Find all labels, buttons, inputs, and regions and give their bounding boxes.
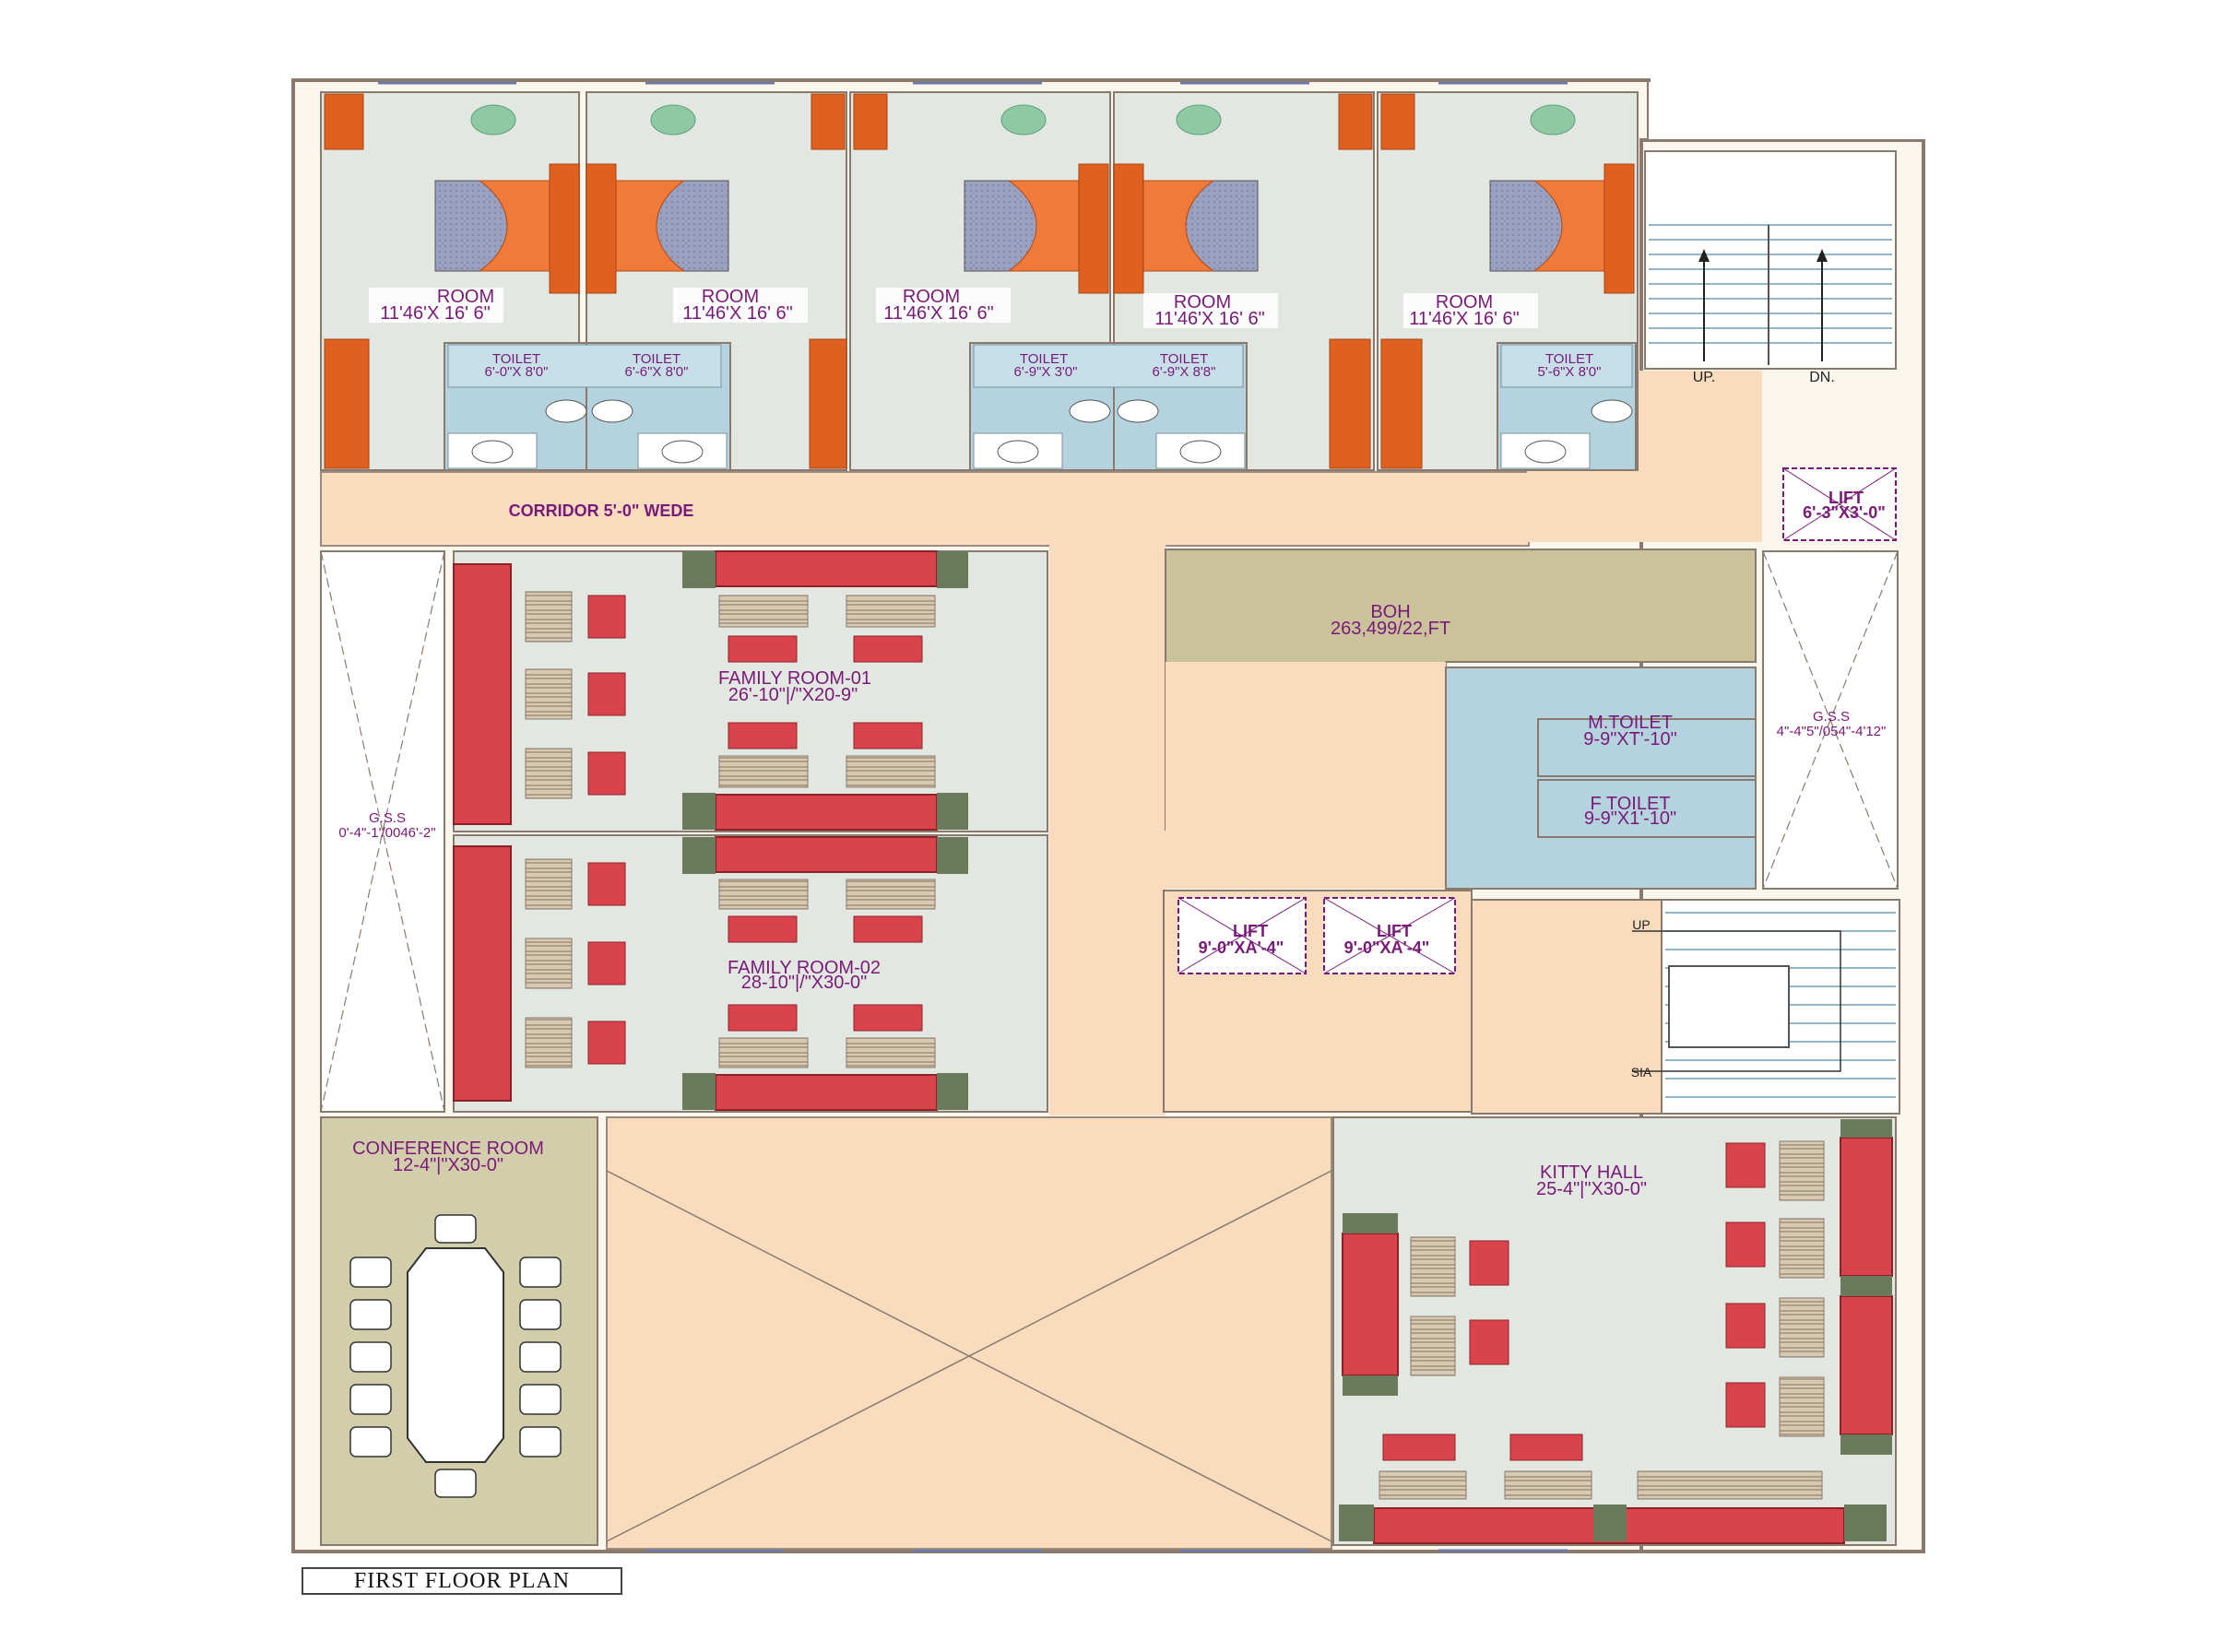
toilet-4-name: TOILET [1160, 351, 1208, 367]
toilet-1-size: 6'-0"X 8'0" [485, 364, 549, 380]
f-toilet-name: F TOILET [1590, 794, 1670, 814]
family-room-2-name: FAMILY ROOM-02 [728, 958, 881, 978]
stair-2-landing [1471, 899, 1663, 1115]
gas-shaft-right-size: 4"-4"5"/054"-4'12" [1777, 724, 1887, 739]
open-terrace-south [606, 1116, 1332, 1550]
gas-shaft-right-name: G.S.S [1813, 709, 1850, 725]
m-toilet-size: 9-9"XT'-10" [1583, 729, 1676, 749]
room-5-size: 11'46'X 16' 6" [1409, 309, 1519, 329]
lift-mid-1-name: LIFT [1233, 922, 1268, 940]
toilet-1-name: TOILET [492, 351, 540, 367]
peach-under-boh [1166, 662, 1446, 889]
stair-2-down-label: SIA [1631, 1065, 1652, 1080]
stair-1-up-label: UP. [1693, 370, 1716, 385]
family-room-1-furniture [453, 550, 968, 831]
m-toilet-room [1537, 718, 1757, 777]
stair-2-up-label: UP [1632, 917, 1650, 932]
room-4-name: ROOM [1174, 292, 1231, 313]
family-room-1-size: 26'-10"|/"X20-9" [728, 685, 858, 705]
stair-1-down-label: DN. [1809, 370, 1835, 385]
toilet-labels: TOILET 6'-0"X 8'0" TOILET 6'-6"X 8'0" TO… [485, 351, 1602, 380]
conference-room-name: CONFERENCE ROOM [352, 1139, 544, 1159]
family-room-2-size: 28-10"|/"X30-0" [741, 973, 868, 993]
room-1-name: ROOM [437, 287, 494, 307]
m-toilet-name: M.TOILET [1588, 713, 1673, 733]
gas-shaft-left: G.S.S 0'-4"-1'/0046'-2" [320, 550, 445, 1113]
stair-1 [1644, 150, 1897, 370]
family-room-1-name: FAMILY ROOM-01 [718, 668, 871, 689]
gas-shaft-left-size: 0'-4"-1'/0046'-2" [338, 825, 435, 841]
toilet-3-size: 6'-9"X 3'0" [1014, 364, 1078, 380]
gas-shaft-right: G.S.S 4"-4"5"/054"-4'12" [1762, 550, 1899, 890]
toilet-block [1445, 667, 1757, 890]
f-toilet-room [1537, 779, 1757, 838]
room-4-size: 11'46'X 16' 6" [1154, 309, 1264, 329]
corridor [320, 471, 1530, 547]
stair-1-treads [1649, 224, 1892, 344]
toilet-2-size: 6'-6"X 8'0" [625, 364, 689, 380]
guest-room-wardrobes [324, 93, 1576, 469]
f-toilet-size: 9-9"X1'-10" [1584, 808, 1676, 829]
gas-shaft-left-name: G.S.S [369, 810, 406, 826]
conference-furniture [349, 1214, 562, 1498]
lift-mid-2-name: LIFT [1377, 922, 1412, 940]
guest-room-beds [434, 163, 1635, 294]
central-circulation [1049, 544, 1166, 1115]
room-2-name: ROOM [702, 287, 759, 307]
lift-mid-1-size: 9'-0"XA'-4" [1199, 938, 1284, 957]
lift-mid-2: LIFT 9'-0"XA'-4" [1323, 897, 1456, 974]
window-markers [378, 81, 1568, 1552]
toilet-5-name: TOILET [1545, 351, 1593, 367]
toilet-4-size: 6'-9"X 8'8" [1153, 364, 1216, 380]
lift-mid-1: LIFT 9'-0"XA'-4" [1178, 897, 1307, 974]
room-5-name: ROOM [1436, 292, 1493, 313]
kitty-hall-name: KITTY HALL [1540, 1162, 1643, 1183]
guest-room-toilets [444, 342, 1637, 471]
lift-top: LIFT 6'-3"X3'-0" [1782, 467, 1897, 541]
room-2-size: 11'46'X 16' 6" [682, 303, 792, 324]
lift-mid-2-size: 9'-0"XA'-4" [1344, 938, 1430, 957]
room-3-size: 11'46'X 16' 6" [883, 303, 993, 324]
kitty-hall-size: 25-4"|"X30-0" [1536, 1179, 1647, 1199]
toilet-2-name: TOILET [633, 351, 680, 367]
lift-top-size: 6'-3"X3'-0" [1803, 503, 1886, 522]
room-labels: ROOM 11'46'X 16' 6" ROOM 11'46'X 16' 6" … [369, 287, 1538, 329]
toilet-3-name: TOILET [1020, 351, 1068, 367]
boh-name: BOH [1370, 602, 1410, 622]
family-room-2-furniture [453, 836, 968, 1111]
room-3-name: ROOM [903, 287, 960, 307]
corridor-label: CORRIDOR 5'-0" WEDE [509, 502, 694, 520]
room-1-size: 11'46'X 16' 6" [380, 303, 490, 324]
kitty-hall-furniture [1339, 1119, 1893, 1544]
plan-title: FIRST FLOOR PLAN [302, 1567, 622, 1595]
conference-room-size: 12-4"|"X30-0" [393, 1155, 503, 1175]
toilet-5-size: 5'-6"X 8'0" [1538, 364, 1602, 380]
lift-top-name: LIFT [1828, 489, 1864, 507]
boh-size: 263,499/22,FT [1331, 619, 1450, 639]
